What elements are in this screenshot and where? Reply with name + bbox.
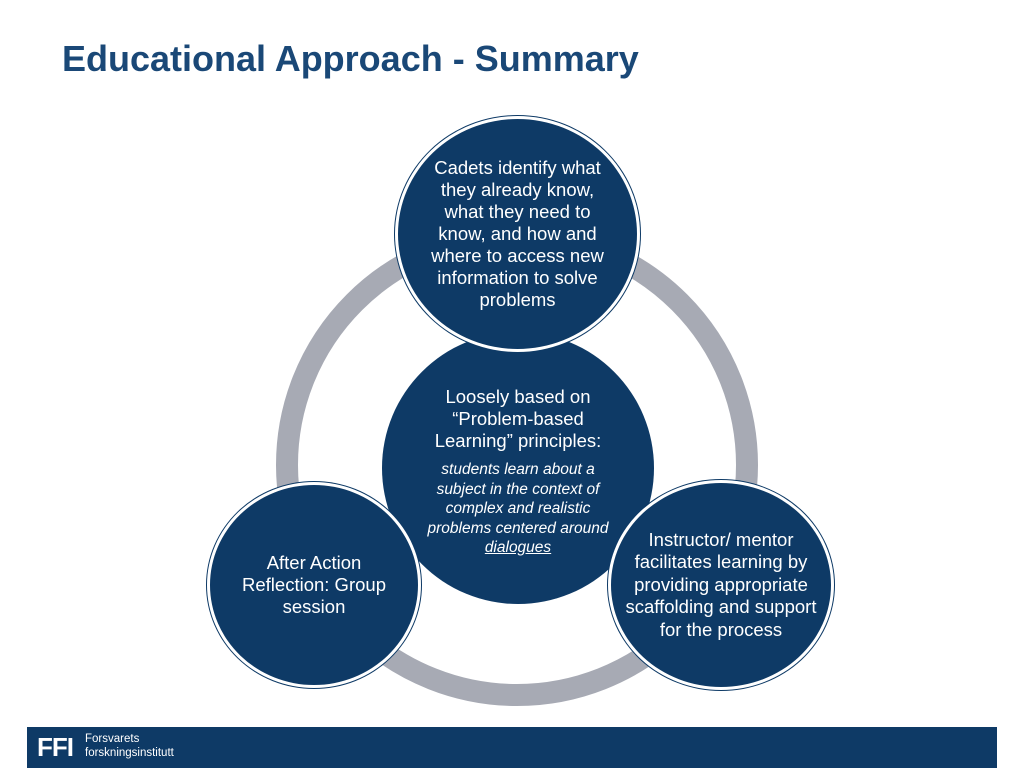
organization-name: Forsvarets forskningsinstitutt [85, 733, 174, 760]
ffi-logo: FFI [37, 732, 74, 762]
left-circle: After Action Reflection: Group session [207, 482, 421, 688]
center-circle-underlined-word: dialogues [484, 539, 552, 557]
footer-bar: FFI Forsvarets forskningsinstitutt [27, 727, 997, 768]
center-circle-description: students learn about a subject in the co… [418, 460, 618, 558]
right-circle-text: Instructor/ mentor facilitates learning … [625, 528, 817, 640]
top-circle-text: Cadets identify what they already know, … [431, 157, 604, 310]
right-circle: Instructor/ mentor facilitates learning … [608, 480, 834, 690]
center-circle-heading: Loosely based on “Problem-based Learning… [434, 386, 602, 452]
top-circle: Cadets identify what they already know, … [395, 116, 640, 352]
page-title: Educational Approach - Summary [62, 38, 639, 79]
organization-name-line2: forskningsinstitutt [85, 746, 174, 759]
center-circle-description-text: students learn about a subject in the co… [427, 461, 609, 537]
center-circle: Loosely based on “Problem-based Learning… [382, 332, 654, 604]
organization-name-line1: Forsvarets [85, 733, 140, 745]
left-circle-text: After Action Reflection: Group session [242, 552, 386, 617]
